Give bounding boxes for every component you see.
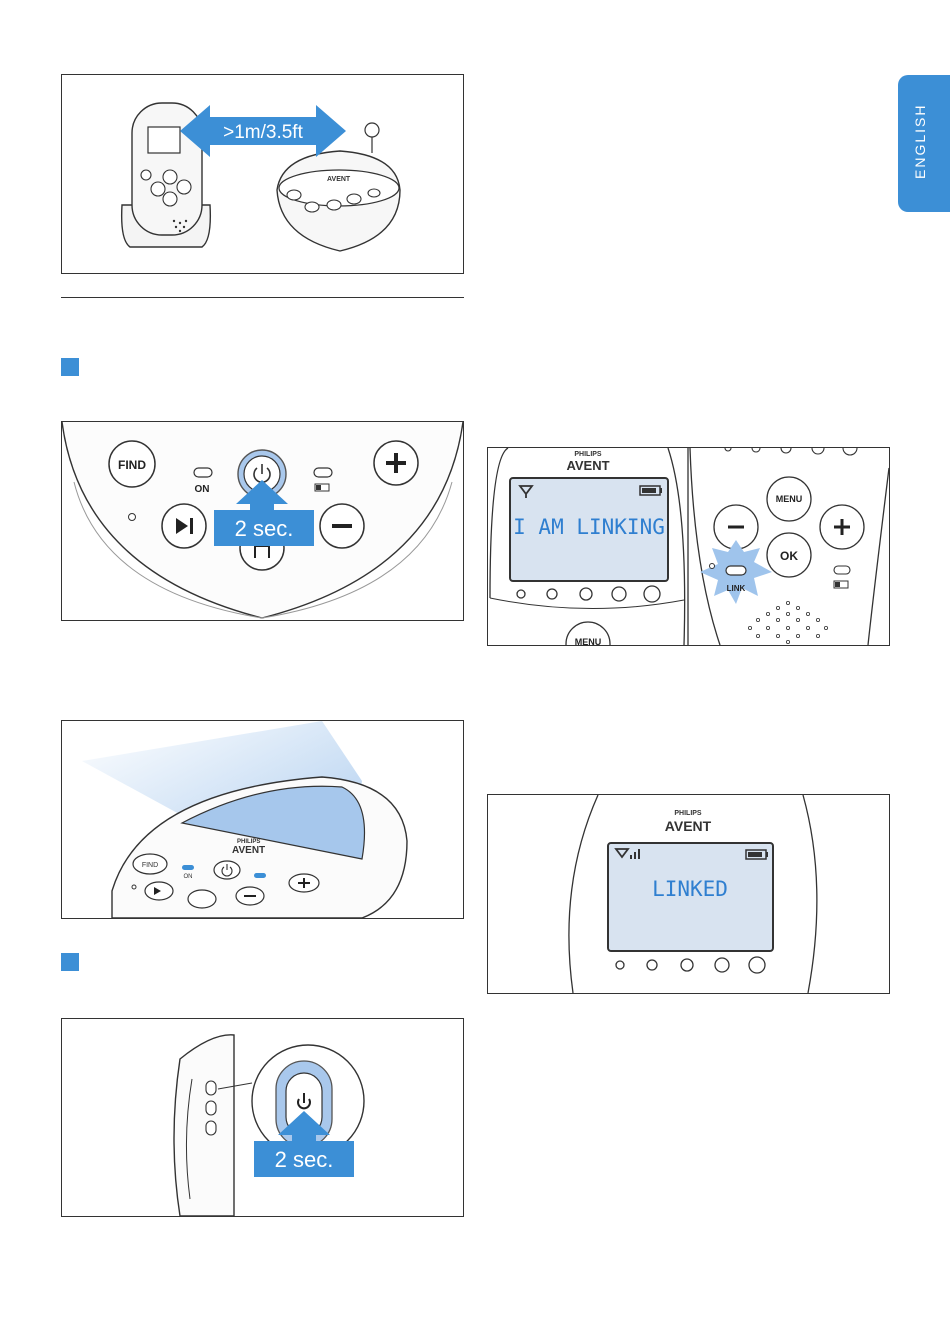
lcd-status-text: I AM LINKING [513,515,665,539]
language-tab[interactable]: ENGLISH [898,75,950,212]
svg-text:AVENT: AVENT [232,845,265,856]
menu-button[interactable]: MENU [566,622,610,645]
on-indicator [194,468,212,477]
ok-button[interactable]: OK [767,533,811,577]
step-marker-2 [61,953,79,971]
find-button[interactable]: FIND [133,854,167,874]
on-indicator-label: ON [195,484,210,495]
volume-down-button[interactable] [236,887,264,905]
find-button[interactable]: FIND [109,441,155,487]
svg-text:AVENT: AVENT [665,818,712,834]
link-button[interactable]: LINK [700,540,772,604]
language-tab-label: ENGLISH [912,104,928,179]
svg-text:AVENT: AVENT [566,458,609,473]
volume-up-button[interactable] [820,505,864,549]
parent-unit-screen [148,127,180,153]
volume-down-button[interactable] [320,504,364,548]
figure-linking: PHILIPS AVENT I AM LINKING MENU MENU [487,447,890,646]
press-duration-label: 2 sec. [235,516,294,541]
battery-icon [315,484,329,491]
on-indicator [182,865,194,870]
menu-button-label: MENU [776,494,803,504]
menu-button-label: MENU [575,637,602,645]
step-marker-1 [61,358,79,376]
find-button-label: FIND [118,458,146,472]
on-indicator-label: ON [184,874,193,880]
figure-distance: AVENT >1m/3.5ft [61,74,464,274]
distance-label: >1m/3.5ft [223,122,303,143]
volume-up-button[interactable] [374,441,418,485]
svg-text:AVENT: AVENT [327,176,351,183]
volume-up-button[interactable] [289,874,319,892]
battery-indicator [314,468,332,477]
power-button[interactable] [214,861,240,879]
ok-button-label: OK [780,549,798,563]
speaker-grille [748,601,827,643]
find-button-label: FIND [142,862,158,869]
figure-linked: PHILIPS AVENT LINKED [487,794,890,994]
link-button-label: LINK [727,584,746,593]
figure-base-unit-light: PHILIPS AVENT FIND ON [61,720,464,919]
menu-button[interactable]: MENU [767,477,811,521]
parent-unit-side [174,1035,234,1216]
battery-icon [834,581,848,588]
figure-parent-unit-power: 2 sec. [61,1018,464,1217]
svg-text:PHILIPS: PHILIPS [574,451,602,458]
svg-text:PHILIPS: PHILIPS [674,810,702,817]
press-duration-label: 2 sec. [275,1147,334,1172]
lcd-status-text: LINKED [652,877,728,901]
section-divider [61,297,464,298]
figure-base-unit-power: FIND ON [61,421,464,621]
lullaby-button[interactable] [188,890,216,908]
play-pause-button[interactable] [145,882,173,900]
play-pause-button[interactable] [162,504,206,548]
